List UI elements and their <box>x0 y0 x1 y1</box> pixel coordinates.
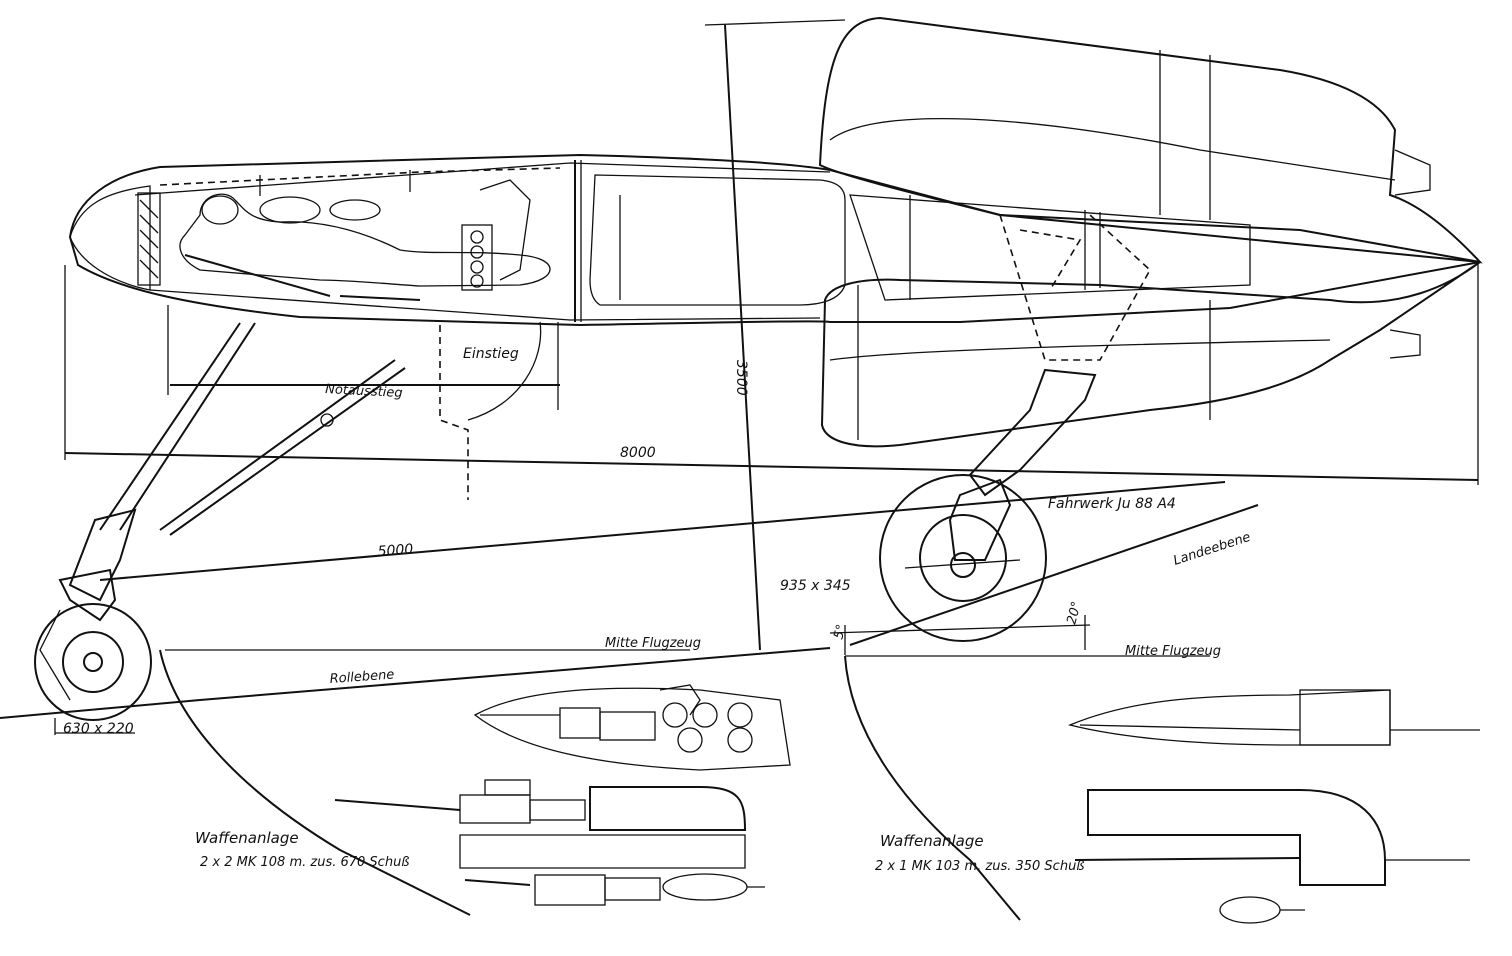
fuselage <box>68 153 1481 327</box>
dim-5000-label: 5000 <box>377 542 414 560</box>
landeebene-label: Landeebene <box>1172 530 1253 569</box>
rollebene-label: Rollebene <box>329 668 395 687</box>
dim-8000-label: 8000 <box>620 445 656 461</box>
dimension-lines <box>0 19 1479 735</box>
angle-20-label: 20° <box>1064 600 1084 626</box>
waffenanlage-left-spec: 2 x 2 MK 108 m. zus. 670 Schuß <box>200 855 410 870</box>
weapons-bay-left <box>159 649 791 916</box>
mitte-flugzeug-right-label: Mitte Flugzeug <box>1125 644 1221 659</box>
dim-3500-label: 3500 <box>733 360 749 396</box>
mitte-flugzeug-left-label: Mitte Flugzeug <box>605 636 701 651</box>
main-landing-gear <box>879 214 1152 642</box>
angle-5-label: 5° <box>831 623 849 641</box>
notausstieg-label: Notausstieg <box>325 382 403 401</box>
waffenanlage-right-spec: 2 x 1 MK 103 m. zus. 350 Schuß <box>875 859 1085 874</box>
nose-wheel-size-label: 630 x 220 <box>63 721 134 737</box>
engine-nacelles <box>818 16 1483 448</box>
main-wheel-size-label: 935 x 345 <box>780 578 851 594</box>
weapons-bay-right <box>844 655 1480 924</box>
waffenanlage-right-title: Waffenanlage <box>880 832 984 850</box>
einstieg-label: Einstieg <box>463 346 519 362</box>
waffenanlage-left-title: Waffenanlage <box>195 829 299 847</box>
fahrwerk-label: Fahrwerk Ju 88 A4 <box>1048 496 1176 512</box>
